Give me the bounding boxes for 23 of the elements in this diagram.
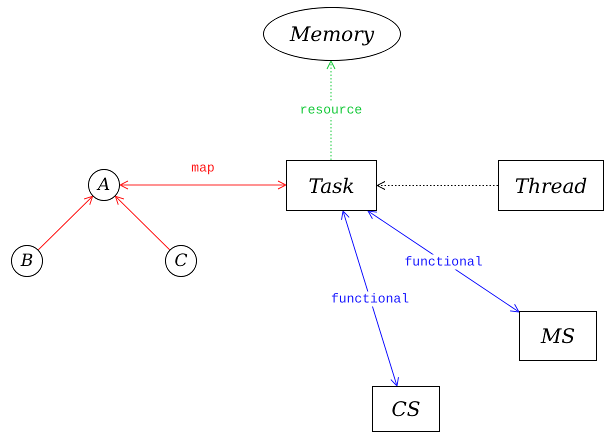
edge-label: functional: [402, 254, 484, 269]
arrow: [38, 196, 94, 250]
node-label: Memory: [290, 22, 374, 46]
process-box: [286, 160, 377, 211]
node-label: MS: [540, 324, 576, 348]
node-label: CS: [391, 397, 420, 421]
node-label: B: [20, 251, 34, 271]
node-label: A: [98, 175, 110, 195]
process-box: [519, 311, 597, 361]
edge-label: functional: [329, 291, 411, 306]
node-label: Task: [308, 174, 355, 198]
arrow: [341, 210, 399, 386]
node-label: Thread: [514, 174, 588, 198]
circle-node: [88, 169, 120, 201]
process-box: [498, 160, 604, 211]
node-label: C: [174, 251, 188, 271]
circle-node: [11, 245, 43, 277]
arrow: [376, 181, 498, 190]
arrow: [114, 196, 170, 250]
arrow: [120, 180, 286, 190]
process-box: [372, 386, 440, 432]
circle-node: [165, 245, 197, 277]
arrow: [326, 60, 336, 160]
